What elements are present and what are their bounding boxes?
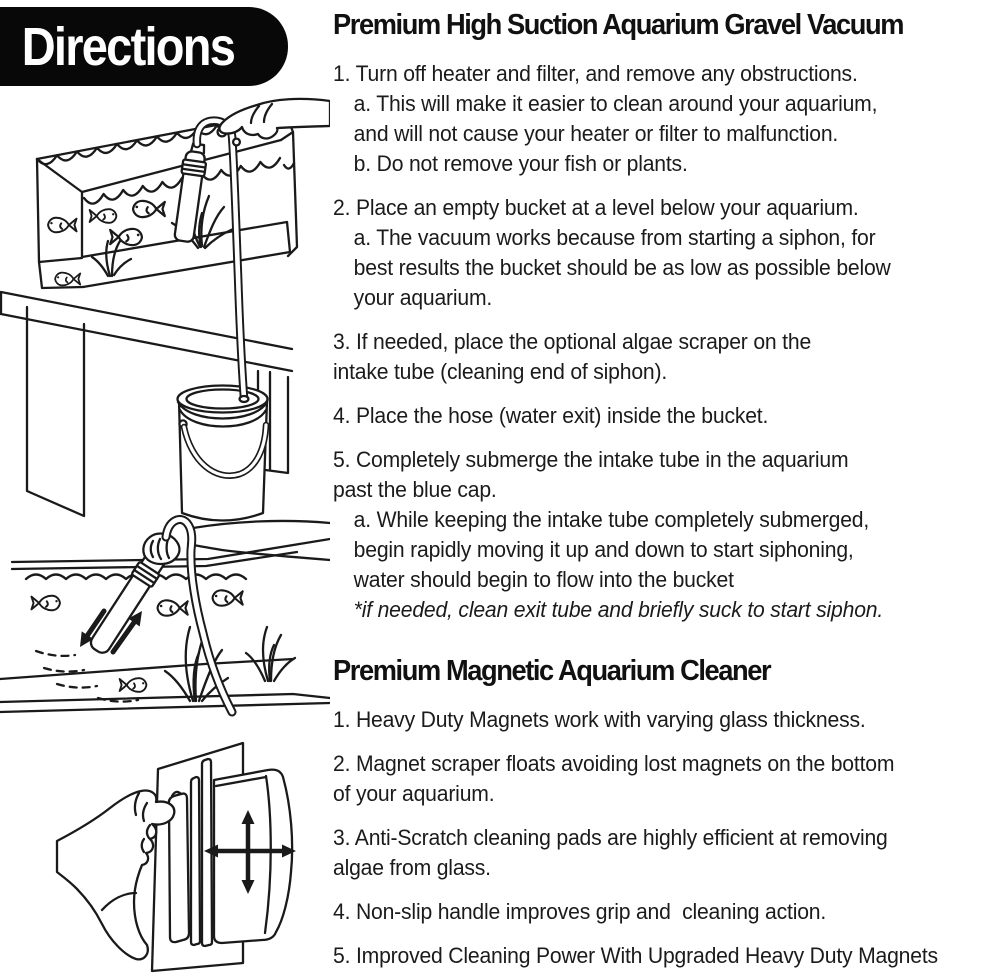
instruction-line: 2. Magnet scraper floats avoiding lost m… xyxy=(333,751,895,776)
glass-pane-icon xyxy=(150,741,245,973)
instruction-line: 4. Non-slip handle improves grip and cle… xyxy=(333,899,827,924)
hand-icon xyxy=(55,789,176,961)
instruction-line: 5. Completely submerge the intake tube i… xyxy=(333,447,849,472)
intake-tube-icon xyxy=(173,142,208,243)
instructions-column: Premium High Suction Aquarium Gravel Vac… xyxy=(333,6,988,980)
magnet-block-icon xyxy=(212,768,294,945)
instruction-line: best results the bucket should be as low… xyxy=(353,255,891,280)
instruction-line: begin rapidly moving it up and down to s… xyxy=(353,537,854,562)
up-down-arrows-icon xyxy=(80,608,142,655)
instruction-line: 3. Anti-Scratch cleaning pads are highly… xyxy=(333,825,888,850)
instruction-line: a. While keeping the intake tube complet… xyxy=(353,507,870,532)
instruction-line: water should begin to flow into the buck… xyxy=(353,567,734,592)
instruction-line: of your aquarium. xyxy=(333,781,495,806)
gravel-vacuum-setup-illustration xyxy=(0,97,330,522)
section-title-magnetic-cleaner: Premium Magnetic Aquarium Cleaner xyxy=(333,655,772,687)
instruction-step: 1. Turn off heater and filter, and remov… xyxy=(333,59,988,179)
instruction-line: algae from glass. xyxy=(333,855,491,880)
instruction-line: b. Do not remove your fish or plants. xyxy=(353,151,688,176)
instruction-step: 2. Place an empty bucket at a level belo… xyxy=(333,193,988,313)
magnetic-cleaner-illustration xyxy=(55,741,296,973)
plant-icon xyxy=(163,625,297,703)
instruction-step: 4. Non-slip handle improves grip and cle… xyxy=(333,897,988,927)
instruction-step: 3. If needed, place the optional algae s… xyxy=(333,327,988,387)
instruction-line: 4. Place the hose (water exit) inside th… xyxy=(333,403,769,428)
hand-icon xyxy=(142,532,181,566)
instruction-step: 5. Improved Cleaning Power With Upgraded… xyxy=(333,941,988,971)
instruction-step: 1. Heavy Duty Magnets work with varying … xyxy=(333,705,988,735)
directions-banner: Directions xyxy=(0,7,288,86)
instruction-step: 5. Completely submerge the intake tube i… xyxy=(333,445,988,625)
instruction-line: a. This will make it easier to clean aro… xyxy=(353,91,878,116)
magnet-handle-icon xyxy=(167,757,214,948)
instruction-step: 3. Anti-Scratch cleaning pads are highly… xyxy=(333,823,988,883)
instruction-step: 4. Place the hose (water exit) inside th… xyxy=(333,401,988,431)
instruction-line: intake tube (cleaning end of siphon). xyxy=(333,359,668,384)
cross-arrows-icon xyxy=(204,810,296,894)
siphon-technique-illustration xyxy=(0,515,330,717)
instruction-line: 3. If needed, place the optional algae s… xyxy=(333,329,812,354)
instruction-line-note: *if needed, clean exit tube and briefly … xyxy=(353,597,884,622)
instruction-step: 2. Magnet scraper floats avoiding lost m… xyxy=(333,749,988,809)
section-title-gravel-vacuum: Premium High Suction Aquarium Gravel Vac… xyxy=(333,9,904,41)
hand-icon xyxy=(218,97,330,140)
instruction-line: 1. Turn off heater and filter, and remov… xyxy=(333,61,858,86)
instruction-line: 2. Place an empty bucket at a level belo… xyxy=(333,195,859,220)
plant-icon xyxy=(90,194,235,278)
instruction-line: your aquarium. xyxy=(353,285,493,310)
instruction-line: 1. Heavy Duty Magnets work with varying … xyxy=(333,707,866,732)
banner-label: Directions xyxy=(21,16,236,77)
instruction-line: a. The vacuum works because from startin… xyxy=(353,225,876,250)
instruction-line: past the blue cap. xyxy=(333,477,497,502)
instruction-line: and will not cause your heater or filter… xyxy=(353,121,839,146)
instruction-line: 5. Improved Cleaning Power With Upgraded… xyxy=(333,943,938,968)
